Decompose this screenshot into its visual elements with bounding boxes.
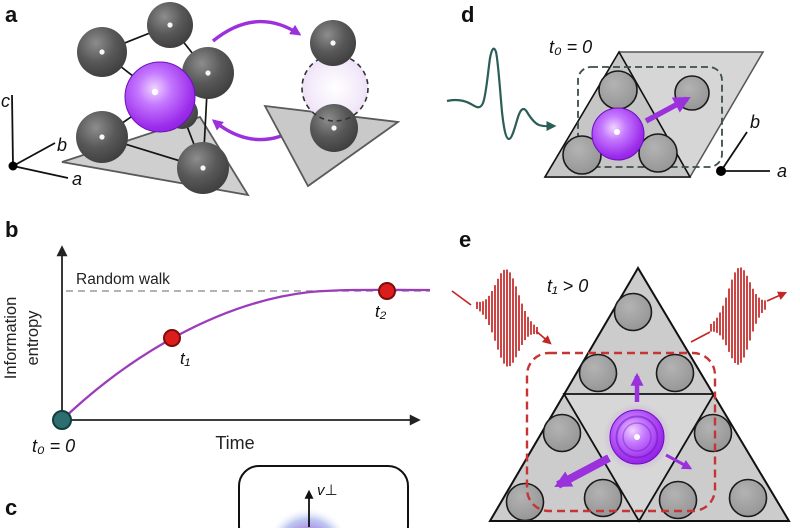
y-axis-label-line2: entropy xyxy=(24,310,42,366)
v-perp-label: v⊥ xyxy=(317,482,338,499)
random-walk-label: Random walk xyxy=(76,271,170,288)
ghost-sphere-fill xyxy=(302,55,368,121)
atom-sphere xyxy=(76,111,128,163)
site-circle xyxy=(562,135,602,175)
panel-a: a xyxy=(1,2,401,197)
t2-label: t₂ xyxy=(375,302,387,321)
dopant-glow xyxy=(271,507,345,528)
x-axis-label: Time xyxy=(215,433,254,453)
coordinate-axes-ab: b a xyxy=(716,112,787,181)
panel-e: e t₁ > 0 xyxy=(451,227,791,523)
atom-sphere xyxy=(310,20,356,66)
lattice-sites xyxy=(562,70,710,175)
laser-pulse-left-icon xyxy=(476,269,538,367)
atom-sphere xyxy=(77,27,127,77)
axis-a-label: a xyxy=(777,161,787,181)
site-circle xyxy=(638,133,678,173)
swap-arrow-top-icon xyxy=(211,19,302,43)
hop-arrow-down-right xyxy=(665,453,693,470)
host-atoms xyxy=(76,2,234,194)
axes-origin-dot xyxy=(716,166,726,176)
site-circle xyxy=(613,292,653,332)
t1-marker xyxy=(163,329,181,347)
excited-dopant-sphere xyxy=(603,403,671,471)
site-circle xyxy=(728,478,768,518)
laser-pulse-right-icon xyxy=(710,267,766,365)
wavelet-pulse-icon xyxy=(446,47,557,141)
hop-arrow-down-left xyxy=(554,454,611,489)
lattice-sites xyxy=(505,292,768,522)
panel-c: c v⊥ xyxy=(5,465,409,528)
site-circle xyxy=(578,353,618,393)
panel-d: d t₀ = 0 b a xyxy=(446,2,787,181)
laser-pulse-right-exit-arrow xyxy=(766,291,788,302)
laser-pulse-right-entry xyxy=(690,331,711,343)
panel-b-label: b xyxy=(5,217,18,242)
t1-label: t₁ xyxy=(180,349,190,368)
d-time-label: t₀ = 0 xyxy=(549,37,592,57)
laser-pulse-left-entry xyxy=(451,290,472,306)
laser-pulse-left-exit-arrow xyxy=(535,330,552,345)
panel-a-label: a xyxy=(5,2,18,27)
site-circle xyxy=(658,480,698,520)
panel-c-label: c xyxy=(5,495,17,520)
t0-label: t₀ = 0 xyxy=(32,436,75,456)
axis-c-label: c xyxy=(1,91,10,111)
t0-marker xyxy=(52,410,72,430)
site-circle xyxy=(693,413,733,453)
entropy-curve xyxy=(61,288,431,421)
panel-e-label: e xyxy=(459,227,471,252)
axis-b-label: b xyxy=(57,135,67,155)
axis-b-label: b xyxy=(750,112,760,132)
atom-sphere xyxy=(182,47,234,99)
atom-sphere xyxy=(310,104,358,152)
dopant-sphere xyxy=(124,61,196,133)
vacancy-site-group xyxy=(263,20,401,188)
atom-sphere xyxy=(177,142,229,194)
hop-arrow xyxy=(644,96,691,124)
axis-a-label: a xyxy=(72,169,82,189)
y-axis-label-line1: Information xyxy=(2,297,20,380)
coordinate-axes-abc: c b a xyxy=(1,91,82,189)
inset-box xyxy=(238,465,409,528)
site-circle xyxy=(583,478,623,518)
excited-region-dashed-outline xyxy=(525,351,717,513)
site-circle xyxy=(598,70,638,110)
site-circle xyxy=(655,353,695,393)
e-time-label: t₁ > 0 xyxy=(547,276,588,296)
t2-marker xyxy=(378,282,396,300)
panel-d-label: d xyxy=(461,2,474,27)
panel-b: b Random walk t₁ t₂ t₀ = 0 Time Informat… xyxy=(2,217,431,456)
dopant-sphere xyxy=(591,107,645,161)
atom-sphere xyxy=(147,2,193,48)
site-circle xyxy=(542,413,582,453)
axes-origin-dot xyxy=(8,161,18,171)
site-circle xyxy=(505,482,545,522)
